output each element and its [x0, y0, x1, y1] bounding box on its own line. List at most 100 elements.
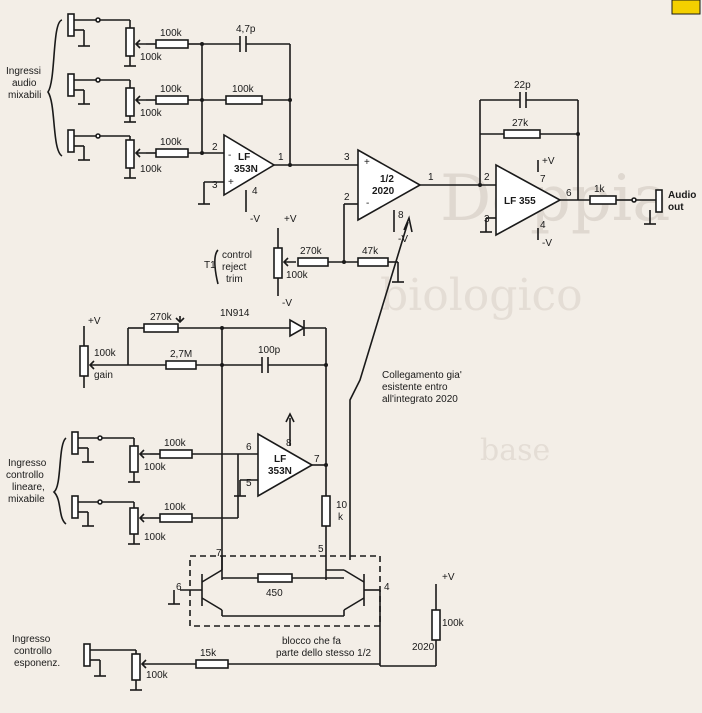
svg-text:-V: -V [282, 298, 292, 309]
output-section: 22p 27k LF 355 2 3 7 4 6 +V -V 1k Audio … [478, 80, 696, 249]
audio-label-3: mixabili [8, 90, 41, 101]
r-out [589, 195, 617, 205]
pot-gain [79, 345, 89, 377]
svg-text:+: + [364, 157, 370, 168]
r-100k-v [431, 609, 441, 641]
r-270k-a [297, 257, 329, 267]
pot-exp [131, 653, 141, 681]
opamp-2 [357, 148, 422, 222]
svg-text:4: 4 [252, 186, 258, 197]
bg-sub2: base [480, 433, 550, 468]
svg-text:2: 2 [344, 192, 350, 203]
svg-text:100k: 100k [144, 462, 167, 473]
svg-text:8: 8 [398, 210, 404, 221]
svg-text:LF: LF [274, 454, 286, 465]
exp-jack [83, 643, 91, 667]
svg-text:7: 7 [314, 454, 320, 465]
note-internal-1: Collegamento gia' [382, 370, 462, 381]
r-in-2 [155, 95, 189, 105]
r-15k [195, 659, 229, 669]
svg-text:-: - [228, 150, 231, 161]
svg-text:7: 7 [216, 548, 222, 559]
svg-text:4: 4 [540, 220, 546, 231]
transistor-block: 7 5 6 4 450 blocco che fa parte dello st… [168, 544, 390, 659]
pot-cl-2 [129, 507, 139, 535]
svg-text:353N: 353N [268, 466, 292, 477]
svg-text:blocco che fa: blocco che fa [282, 636, 341, 647]
svg-text:1: 1 [428, 172, 434, 183]
svg-text:15k: 15k [200, 648, 217, 659]
svg-text:1N914: 1N914 [220, 308, 250, 319]
r-270k-b [143, 323, 179, 333]
svg-text:Ingresso: Ingresso [12, 634, 51, 645]
svg-text:LF: LF [238, 152, 250, 163]
r-47k [357, 257, 389, 267]
svg-text:3: 3 [344, 152, 350, 163]
r-in-3 [155, 148, 189, 158]
opamp-4 [257, 432, 314, 498]
svg-text:100k: 100k [160, 28, 183, 39]
audio-jack-1 [67, 13, 130, 47]
svg-text:8: 8 [286, 438, 292, 449]
svg-text:+V: +V [442, 572, 455, 583]
audio-jack-3 [67, 129, 130, 161]
audio-label-1: Ingressi [6, 66, 41, 77]
svg-text:-: - [366, 198, 369, 209]
svg-text:353N: 353N [234, 164, 258, 175]
svg-text:10: 10 [336, 500, 348, 511]
bg-sub1: biologico [380, 270, 583, 321]
svg-text:LF 355: LF 355 [504, 196, 536, 207]
audio-out-jack [655, 189, 663, 213]
svg-text:-V: -V [542, 238, 552, 249]
input-brace [47, 19, 63, 157]
svg-text:trim: trim [226, 274, 243, 285]
opamp-2-section: 1/2 2020 + - 3 2 8 1 -V Collegamento gia… [343, 148, 496, 560]
svg-text:reject: reject [222, 262, 247, 273]
svg-text:100k: 100k [164, 438, 187, 449]
pot-3 [125, 139, 135, 169]
audio-jack-2 [67, 73, 130, 105]
svg-text:Audio: Audio [668, 190, 696, 201]
exp-control-section: +V 100k 2020 100k 15k Ingresso controllo… [12, 572, 465, 691]
svg-text:6: 6 [176, 582, 182, 593]
svg-text:6: 6 [566, 188, 572, 199]
svg-text:100k: 100k [144, 532, 167, 543]
opamp-1: LF 353N 2 - + 3 4 1 [212, 133, 284, 197]
trim-section: +V -V 100k 270k 47k T1 control reject tr… [204, 214, 404, 309]
svg-text:+V: +V [88, 316, 101, 327]
svg-text:2,7M: 2,7M [170, 349, 192, 360]
svg-text:2: 2 [212, 142, 218, 153]
note-internal-3: all'integrato 2020 [382, 394, 458, 405]
svg-text:Ingresso: Ingresso [8, 458, 47, 469]
r-27m [165, 360, 197, 370]
svg-text:450: 450 [266, 588, 283, 599]
r-fb1 [225, 95, 263, 105]
svg-text:4: 4 [384, 582, 390, 593]
svg-text:6: 6 [246, 442, 252, 453]
pot-3-value: 100k [140, 164, 163, 175]
svg-text:controllo: controllo [6, 470, 44, 481]
svg-text:22p: 22p [514, 80, 531, 91]
svg-text:+V: +V [542, 156, 555, 167]
svg-text:100k: 100k [232, 84, 255, 95]
svg-text:control: control [222, 250, 252, 261]
svg-text:esponenz.: esponenz. [14, 658, 60, 669]
svg-text:7: 7 [540, 174, 546, 185]
r-450 [257, 573, 293, 583]
svg-text:100k: 100k [442, 618, 465, 629]
pot-2 [125, 87, 135, 117]
r-cl-1 [159, 449, 193, 459]
svg-text:2020: 2020 [372, 186, 395, 197]
svg-text:47k: 47k [362, 246, 379, 257]
corner-badge [671, 0, 701, 15]
pot-1 [125, 27, 135, 57]
svg-text:controllo: controllo [14, 646, 52, 657]
svg-text:lineare,: lineare, [12, 482, 45, 493]
svg-text:+: + [228, 177, 234, 188]
svg-text:3: 3 [212, 180, 218, 191]
svg-text:100k: 100k [160, 84, 183, 95]
diode-1n914 [289, 318, 306, 338]
svg-text:100p: 100p [258, 345, 281, 356]
